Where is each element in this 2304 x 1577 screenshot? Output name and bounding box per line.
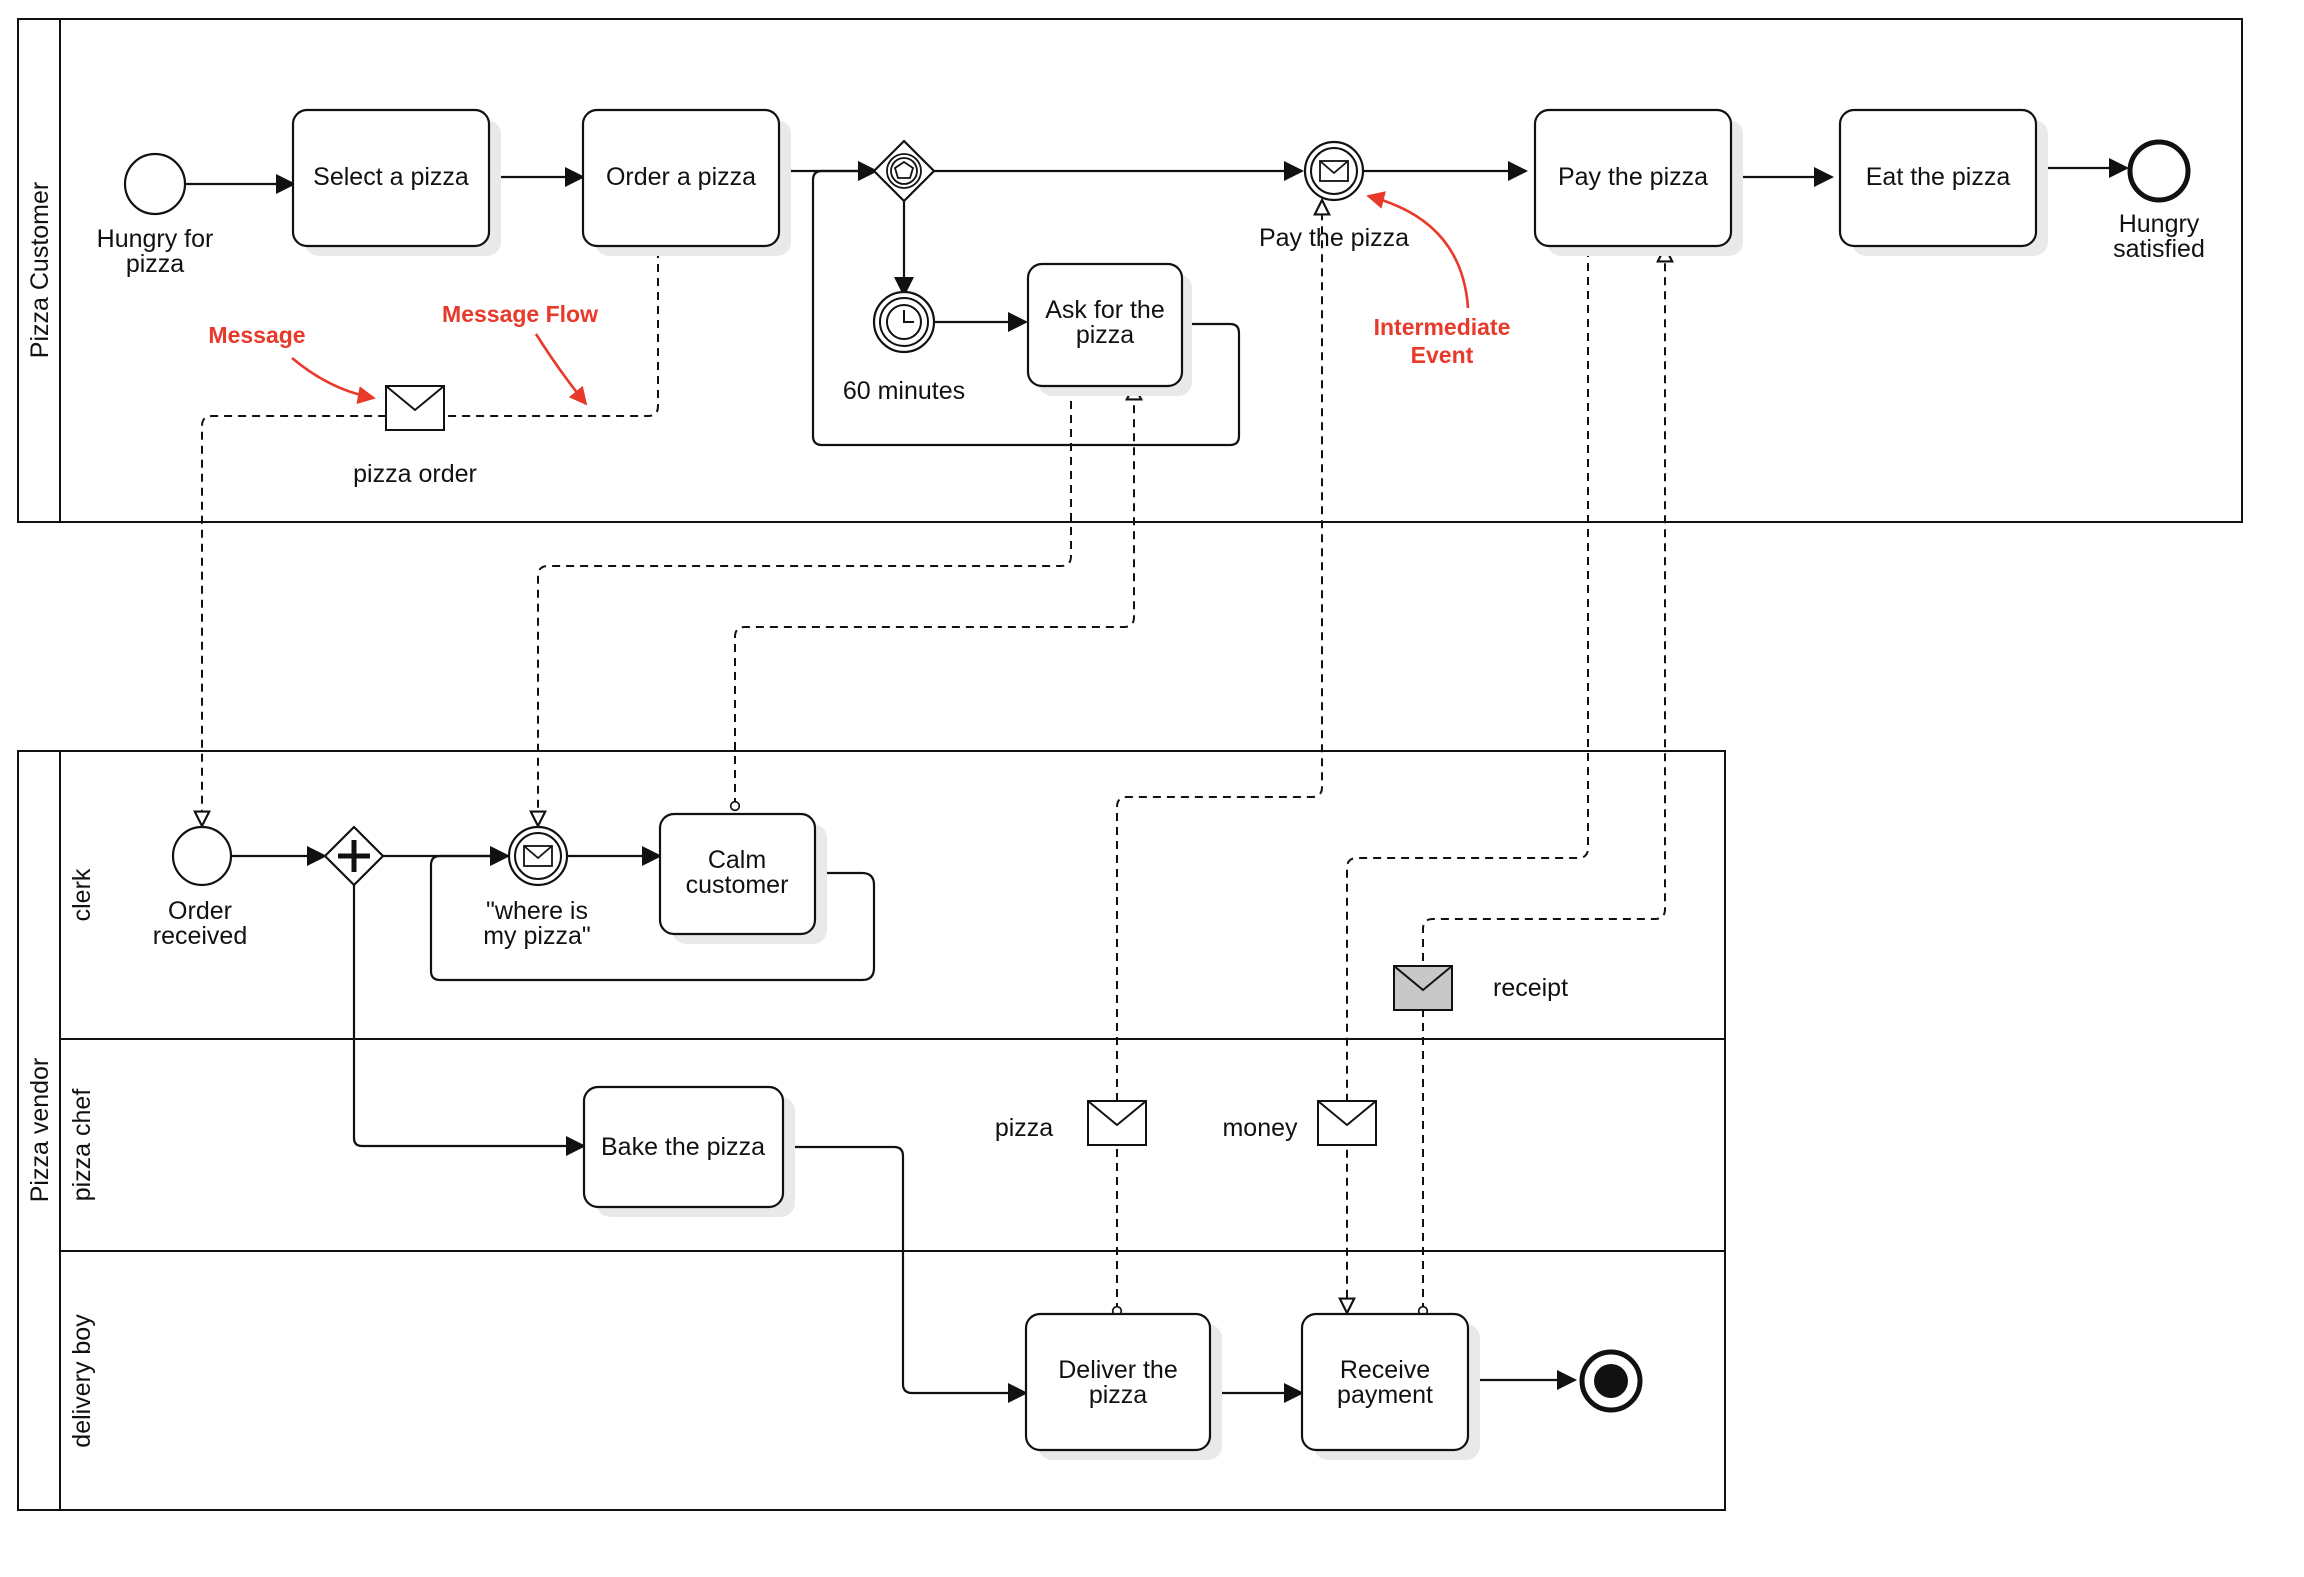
message-receipt-label: receipt	[1493, 974, 1568, 1002]
vendor-pool-label: Pizza vendor	[26, 1058, 54, 1203]
task-eat-pizza[interactable]: Eat the pizza	[1838, 108, 2048, 256]
svg-text:Message Flow: Message Flow	[442, 301, 598, 327]
message-catch-event-pay[interactable]	[1303, 140, 1365, 202]
svg-text:Message: Message	[208, 322, 305, 348]
task-bake-pizza-label: Bake the pizza	[601, 1133, 765, 1161]
parallel-gateway[interactable]	[323, 825, 385, 887]
end-event-vendor[interactable]	[1579, 1349, 1643, 1413]
start-event-hungry[interactable]	[123, 152, 187, 216]
task-pay-pizza[interactable]: Pay the pizza	[1533, 108, 1743, 256]
pay-event-label: Pay the pizza	[1259, 224, 1409, 252]
end-event-satisfied[interactable]	[2127, 139, 2191, 203]
customer-pool-label: Pizza Customer	[26, 182, 54, 358]
lane-clerk-label: clerk	[68, 868, 96, 921]
message-flows	[202, 200, 1665, 1313]
task-select-pizza-label: Select a pizza	[313, 163, 469, 191]
event-based-gateway[interactable]	[872, 139, 936, 203]
message-receipt[interactable]	[1393, 965, 1453, 1011]
lane-pizza-chef-label: pizza chef	[68, 1089, 96, 1202]
message-pizza-label: pizza	[995, 1114, 1053, 1142]
message-catch-event-where[interactable]	[507, 825, 569, 887]
message-money[interactable]	[1317, 1100, 1377, 1146]
annotation-message: Message	[208, 322, 376, 404]
message-pizza[interactable]	[1087, 1100, 1147, 1146]
task-select-pizza[interactable]: Select a pizza	[291, 108, 501, 256]
message-pizza-order-label: pizza order	[353, 460, 477, 488]
lane-delivery-boy-label: delivery boy	[68, 1314, 96, 1448]
task-eat-pizza-label: Eat the pizza	[1866, 163, 2011, 191]
task-order-pizza[interactable]: Order a pizza	[581, 108, 791, 256]
annotation-message-flow: Message Flow	[442, 301, 598, 406]
task-order-pizza-label: Order a pizza	[606, 163, 756, 191]
message-pizza-order[interactable]	[385, 385, 445, 431]
task-pay-pizza-label: Pay the pizza	[1558, 163, 1708, 191]
start-event-order-received[interactable]	[171, 825, 233, 887]
task-bake-pizza[interactable]: Bake the pizza	[582, 1085, 795, 1217]
timer-event-label: 60 minutes	[843, 377, 965, 405]
message-money-label: money	[1222, 1114, 1298, 1142]
timer-event-60-minutes[interactable]	[872, 290, 936, 354]
